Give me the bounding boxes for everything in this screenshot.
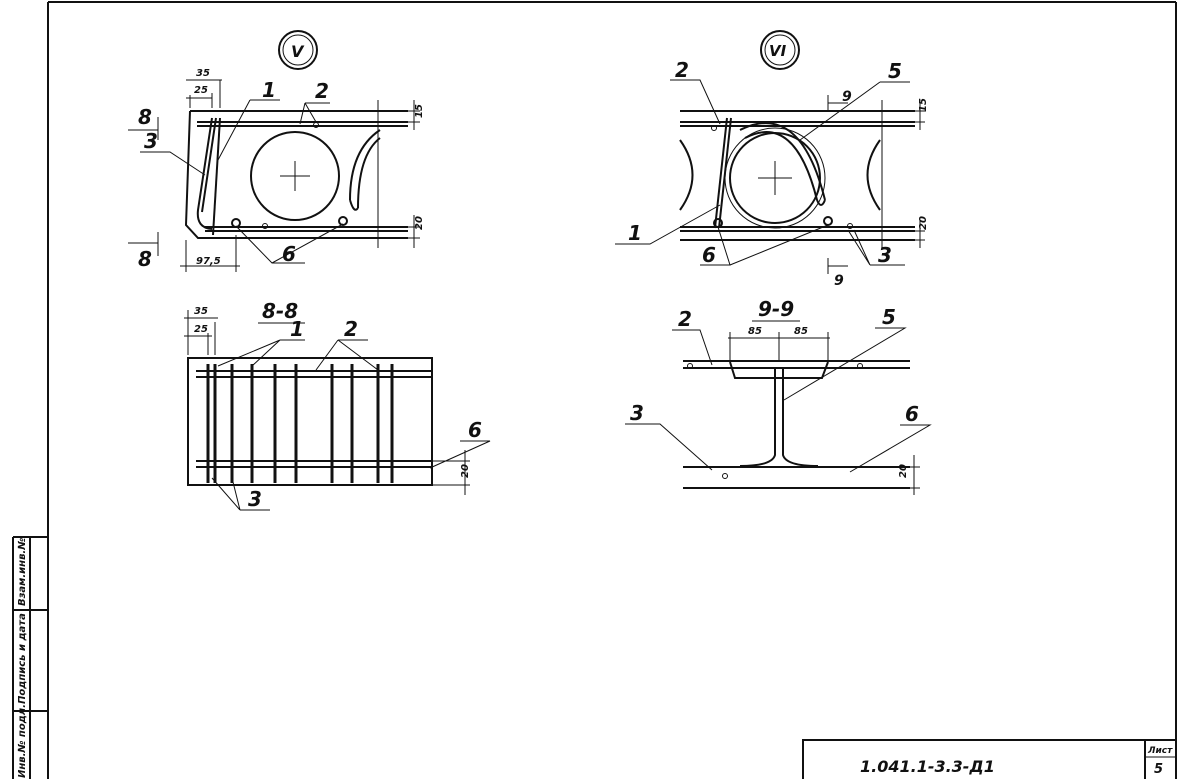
detail-vi-callouts-c3-label: 3 (878, 243, 892, 267)
detail-vi-callouts-c6-label: 6 (702, 243, 716, 267)
detail-v-dims-d25-label: 25 (194, 85, 208, 96)
detail-vi-dims-d15-label: 15 (918, 98, 929, 112)
section-8-8: 8-8 35 25 20 1 2 3 6 (184, 299, 491, 511)
detail-v-dims-d35-label: 35 (196, 68, 210, 79)
sheet-label: Лист (1147, 746, 1173, 756)
detail-vi-section-mark-label: 9 (842, 89, 852, 105)
section-8-callouts-c3-label: 3 (248, 487, 262, 511)
side-stamp: Взам.инв.№ Подпись и дата Инв.№ подл. (12, 536, 48, 779)
section-8-dims-d35-label: 35 (194, 306, 208, 317)
section-9-callouts-c3-label: 3 (630, 401, 644, 425)
section-9-dims-d85a-label: 85 (748, 326, 762, 337)
section-9-callouts-c2-label: 2 (678, 307, 692, 331)
detail-v-callouts-c6-label: 6 (282, 242, 296, 266)
detail-vi-marker: VI (769, 42, 787, 60)
detail-vi-callouts-c5-label: 5 (888, 59, 902, 83)
section-9-callouts-c6-label: 6 (905, 402, 919, 426)
detail-v-dims-d97-5-label: 97,5 (196, 256, 221, 267)
detail-vi: VI 15 20 9 9 2 5 1 6 3 (615, 30, 929, 289)
sheet-number: 5 (1154, 762, 1163, 777)
detail-vi-dims-d20-label: 20 (918, 216, 929, 230)
detail-v-section-mark-label: 8 (138, 105, 152, 129)
section-9-dims-d85b-label: 85 (794, 326, 808, 337)
section-9-9: 9-9 85 85 20 2 5 3 6 (625, 297, 932, 495)
detail-vi-callouts-c1-label: 1 (628, 221, 642, 245)
section-8-dims-d20-label: 20 (460, 464, 471, 478)
section-8-dims-d25-label: 25 (194, 324, 208, 335)
stamp-signature-date: Подпись и дата (17, 613, 28, 704)
detail-v-callouts-c2-label: 2 (315, 79, 329, 103)
section-8-callouts-c1-label: 1 (290, 317, 304, 341)
detail-v-section-mark-label: 8 (138, 247, 152, 271)
detail-v-callouts-c1-label: 1 (262, 78, 276, 102)
detail-vi-section-mark-label: 9 (834, 273, 844, 289)
stamp-original-inv: Инв.№ подл. (17, 704, 28, 778)
section-9-dims-d20-label: 20 (898, 464, 909, 478)
title-block: 1.041.1-3.3-Д1 Лист 5 (802, 739, 1177, 779)
section-8-title: 8-8 (262, 299, 298, 323)
detail-v: V 35 25 97,5 15 20 8 8 1 2 3 6 (128, 30, 425, 272)
sheet-frame (47, 1, 1177, 779)
document-code: 1.041.1-3.3-Д1 (860, 757, 995, 776)
section-9-title: 9-9 (758, 297, 794, 321)
section-9-callouts-c5-label: 5 (882, 305, 896, 329)
detail-vi-callouts-c2-label: 2 (675, 58, 689, 82)
detail-v-marker: V (291, 42, 305, 61)
detail-v-callouts-c3-label: 3 (144, 129, 158, 153)
detail-v-dims-d15-label: 15 (414, 104, 425, 118)
section-8-callouts-c6-label: 6 (468, 418, 482, 442)
detail-v-dims-d20-label: 20 (414, 216, 425, 230)
stamp-replacement-inv: Взам.инв.№ (17, 538, 28, 606)
section-8-callouts-c2-label: 2 (344, 317, 358, 341)
